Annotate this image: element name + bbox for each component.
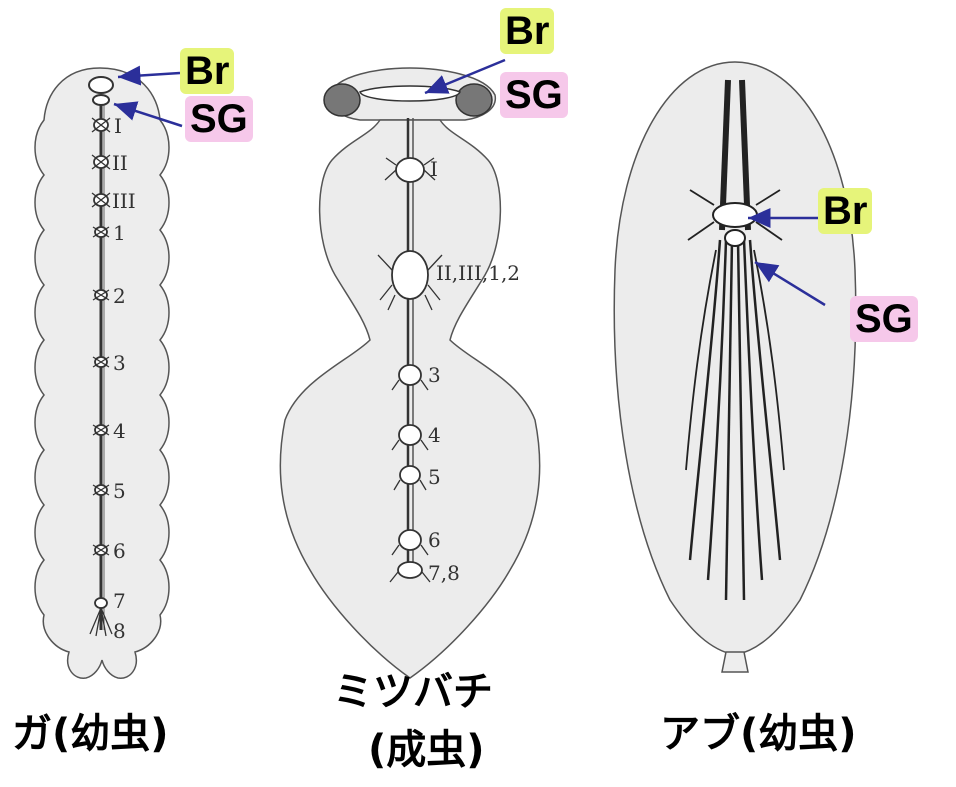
fly-brain xyxy=(713,203,757,227)
bee-left-eye xyxy=(324,84,360,116)
fly-larva-body xyxy=(614,62,856,655)
moth-seg-label: I xyxy=(114,114,122,138)
moth-seg-label: 3 xyxy=(113,351,126,375)
moth-caption: ガ(幼虫) xyxy=(12,712,169,756)
moth-seg-label: 2 xyxy=(113,284,126,308)
moth-brain xyxy=(89,77,113,93)
bee-right-eye xyxy=(456,84,492,116)
bee-caption-line1: ミツバチ xyxy=(333,670,493,714)
bee-seg-label: I xyxy=(430,157,438,181)
fly-caption: アブ(幼虫) xyxy=(660,712,857,756)
moth-sg-label: SG xyxy=(185,96,253,142)
bee-seg-label: II,III,1,2 xyxy=(436,261,520,285)
fly-ventral-ganglion xyxy=(725,230,745,246)
bee-seg-label: 7,8 xyxy=(428,561,460,585)
moth-seg-label: II xyxy=(112,151,128,175)
moth-seg-label: 8 xyxy=(113,619,126,643)
moth-seg-label: 4 xyxy=(113,419,126,443)
bee-figure: I II,III,1,2 3 4 5 6 7,8 xyxy=(280,60,539,678)
fly-br-label: Br xyxy=(818,188,872,234)
bee-sg-label: SG xyxy=(500,72,568,118)
bee-br-label: Br xyxy=(500,8,554,54)
bee-seg-label: 4 xyxy=(428,423,441,447)
bee-thorax-abdomen xyxy=(280,120,539,678)
fly-larva-figure xyxy=(614,62,856,672)
bee-brain xyxy=(360,86,460,101)
moth-subesophageal-ganglion xyxy=(93,95,109,105)
moth-seg-label: 7 xyxy=(113,589,126,613)
moth-larva-figure: I II III 1 2 3 4 5 6 7 8 xyxy=(35,68,182,678)
moth-seg-label: III xyxy=(112,189,136,213)
moth-seg-label: 1 xyxy=(113,221,126,245)
fly-sg-label: SG xyxy=(850,296,918,342)
moth-seg-label: 5 xyxy=(113,479,126,503)
fly-larva-tail xyxy=(722,652,748,672)
moth-seg-label: 6 xyxy=(113,539,126,563)
bee-seg-label: 5 xyxy=(428,465,441,489)
bee-seg-label: 6 xyxy=(428,528,441,552)
bee-seg-label: 3 xyxy=(428,363,441,387)
moth-br-label: Br xyxy=(180,48,234,94)
bee-caption-line2: (成虫) xyxy=(368,728,485,772)
